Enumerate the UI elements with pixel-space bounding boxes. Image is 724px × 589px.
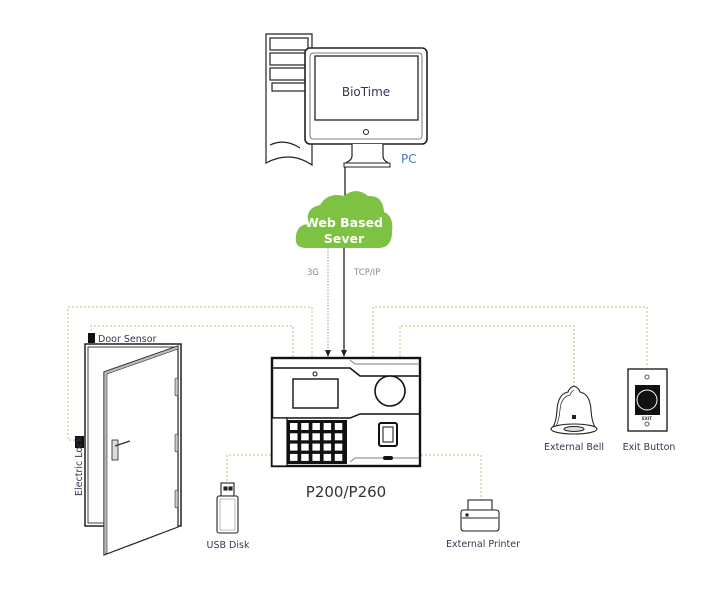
keypad-key <box>334 423 343 430</box>
exit-button-wire <box>372 306 648 365</box>
keypad-key <box>290 433 298 441</box>
printer-icon <box>460 499 500 532</box>
3g-label: 3G <box>307 268 319 278</box>
keypad-key <box>301 433 309 441</box>
external-printer-label: External Printer <box>446 539 520 550</box>
usb-disk-icon <box>216 482 239 534</box>
exit-button-icon <box>627 368 668 432</box>
door-icon <box>84 343 182 556</box>
keypad-key <box>290 453 298 461</box>
keypad-key <box>323 433 332 441</box>
cloud-label-line1: Web Based <box>305 215 383 230</box>
attendance-device-icon <box>270 356 422 468</box>
electric-lock-label: Electric Lock <box>74 436 85 496</box>
keypad-key <box>323 423 332 430</box>
keypad-key <box>290 443 298 451</box>
cloud-label-line2: Sever <box>324 231 365 246</box>
bell-icon <box>550 385 598 435</box>
pc-label: PC <box>401 152 417 166</box>
door-sensor-icon <box>88 333 95 343</box>
door-sensor-wire <box>90 325 294 357</box>
device-screen-icon <box>292 378 339 409</box>
exit-button-label: Exit Button <box>623 442 676 453</box>
door-handle-icon <box>111 439 119 461</box>
keypad-key <box>334 443 343 451</box>
device-camera-icon <box>374 375 406 407</box>
keypad-key <box>334 453 343 461</box>
keypad-key <box>290 423 298 430</box>
external-bell-label: External Bell <box>544 442 604 453</box>
electric-lock-wire <box>67 306 313 441</box>
keypad-key <box>301 443 309 451</box>
pc-screen-text: BioTime <box>342 85 390 99</box>
tcpip-arrow-icon <box>341 350 347 357</box>
cloud-icon <box>295 191 393 248</box>
peripheral-wiring <box>67 306 648 500</box>
keypad-key <box>323 443 332 451</box>
keypad-key <box>301 423 309 430</box>
keypad-key <box>334 433 343 441</box>
usb-disk-label: USB Disk <box>207 540 250 551</box>
exit-button-text: EXIT <box>642 416 652 421</box>
keypad-key <box>323 453 332 461</box>
keypad-key <box>301 453 309 461</box>
usb-disk-wire <box>226 454 271 488</box>
door-sensor-label: Door Sensor <box>98 334 157 345</box>
keypad-key <box>312 423 320 430</box>
keypad-key <box>312 433 320 441</box>
device-label: P200/P260 <box>306 483 386 501</box>
keypad-key <box>312 453 320 461</box>
external-printer-wire <box>421 454 482 500</box>
tcpip-label: TCP/IP <box>353 268 380 278</box>
keypad-key <box>312 443 320 451</box>
external-bell-wire <box>399 325 575 386</box>
3g-arrow-icon <box>325 350 331 357</box>
electric-lock-icon <box>75 436 84 448</box>
pc-monitor-icon <box>304 47 428 168</box>
